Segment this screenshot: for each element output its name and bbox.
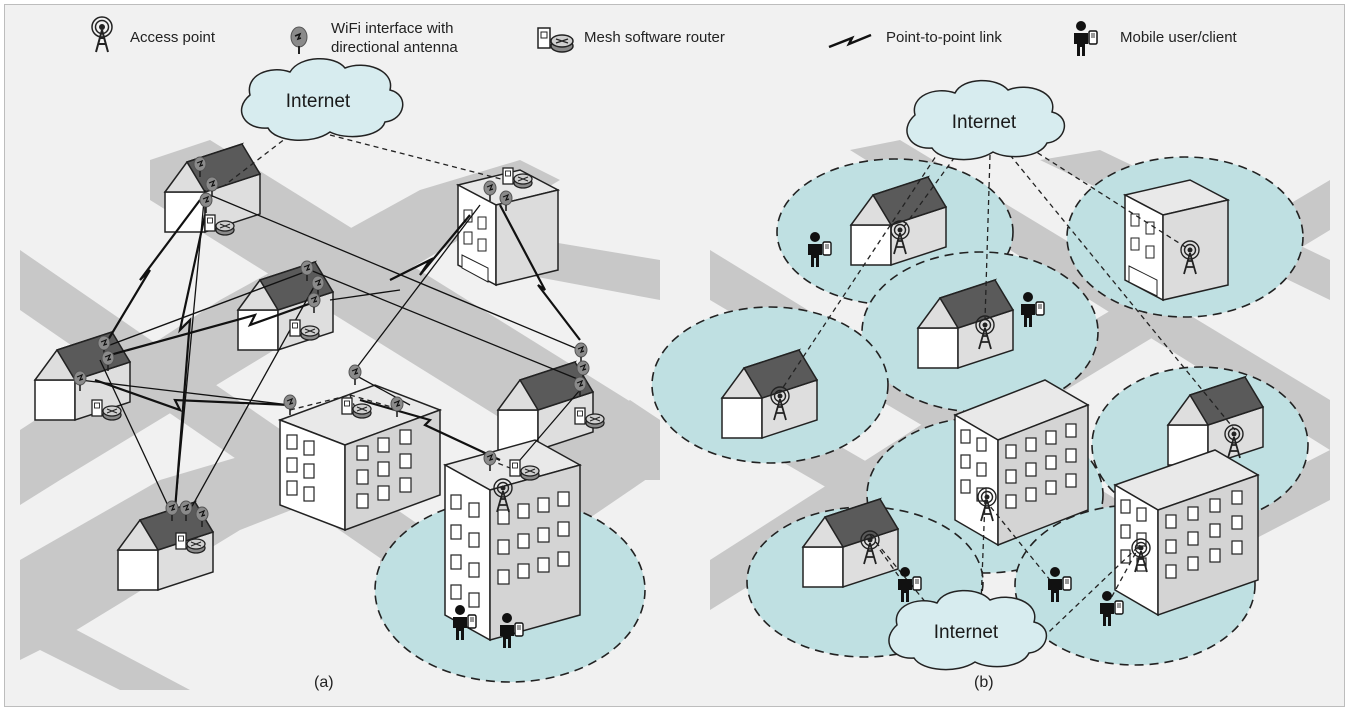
wifi-interface-icon bbox=[290, 26, 308, 54]
panel-a-internet-label: Internet bbox=[286, 91, 351, 112]
panel-a-tall-building bbox=[455, 169, 561, 287]
panel-b-office-building-2 bbox=[1113, 449, 1260, 617]
legend-label-wifi-interface: WiFi interface with directional antenna bbox=[331, 20, 458, 56]
panel-a-links bbox=[79, 189, 581, 511]
legend-label-p2p-link: Point-to-point link bbox=[886, 29, 1002, 46]
panel-b-internet-cloud-bottom: Internet bbox=[888, 589, 1048, 671]
legend-label-access-point: Access point bbox=[130, 29, 216, 46]
mesh-router-icon bbox=[537, 27, 574, 53]
point-to-point-link-icon bbox=[828, 33, 872, 49]
caption-b: (b) bbox=[974, 674, 994, 691]
mobile-user-icon bbox=[1074, 21, 1098, 56]
legend-label-mesh-router: Mesh software router bbox=[584, 29, 725, 46]
panel-b-tall-building bbox=[1122, 179, 1231, 302]
panel-a-office-building-2 bbox=[443, 439, 582, 642]
legend-label-mobile-user: Mobile user/client bbox=[1120, 29, 1237, 46]
panel-b-office-building-1 bbox=[953, 379, 1090, 547]
caption-a: (a) bbox=[314, 674, 334, 691]
access-point-icon bbox=[91, 16, 113, 53]
panel-b-internet-label-bottom: Internet bbox=[934, 622, 999, 643]
panel-b-internet-cloud-top: Internet bbox=[906, 79, 1066, 161]
panel-a: Internet bbox=[20, 57, 660, 690]
panel-a-internet-cloud: Internet bbox=[240, 57, 404, 142]
panel-b-internet-label-top: Internet bbox=[952, 112, 1017, 133]
panel-b: Internet Internet bbox=[651, 79, 1330, 671]
